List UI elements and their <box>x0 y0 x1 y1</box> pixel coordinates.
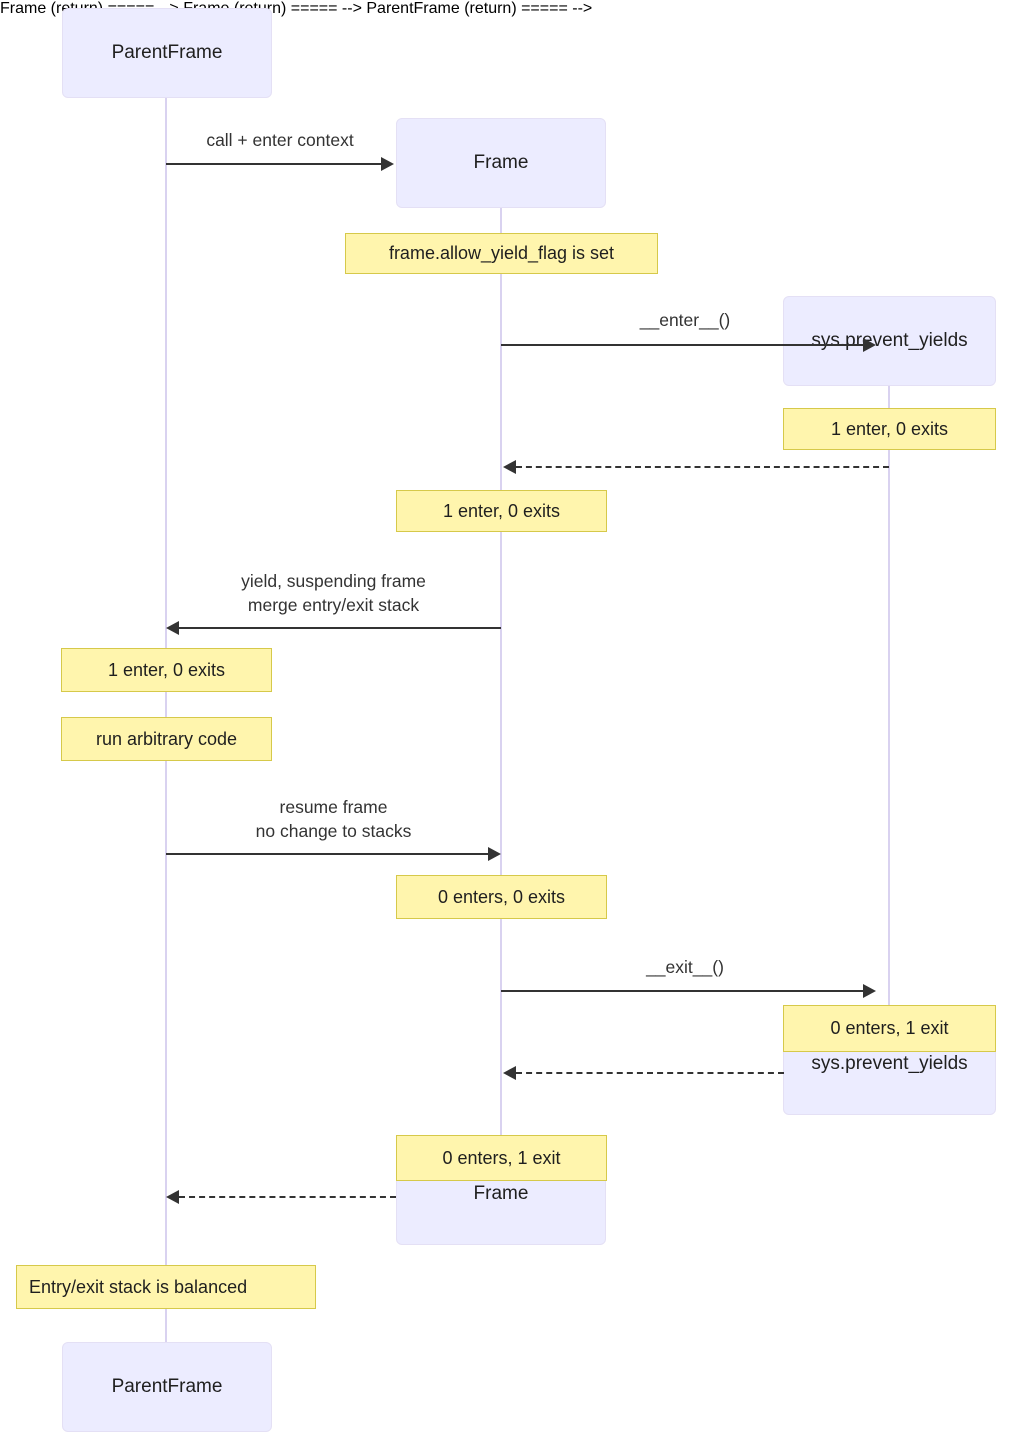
note-text: frame.allow_yield_flag is set <box>388 243 615 263</box>
actor-frame-bottom-label: Frame <box>473 1183 529 1204</box>
message-label-exit-call: __exit__() <box>501 956 869 980</box>
note-entry-exit-balanced: Entry/exit stack is balanced <box>16 1265 316 1309</box>
arrow-head-yield-suspend <box>166 621 179 635</box>
message-line-yield-suspend <box>179 627 501 629</box>
note-run-arbitrary-code: run arbitrary code <box>61 717 272 761</box>
note-frame-1-enter-0-exits: 1 enter, 0 exits <box>396 490 607 532</box>
message-text-line2: merge entry/exit stack <box>247 594 420 615</box>
arrow-head-enter-call <box>863 338 876 352</box>
actor-sys-prevent-yields-bottom-label: sys.prevent_yields <box>811 1053 968 1074</box>
message-text-line1: resume frame <box>279 797 388 817</box>
message-line-call-enter-context <box>166 163 381 165</box>
message-line-enter-return <box>516 466 889 468</box>
arrow-head-call-enter-context <box>381 157 394 171</box>
lifeline-sys-prevent-yields <box>888 386 890 1005</box>
note-text: 0 enters, 1 exit <box>830 1018 949 1038</box>
message-line-resume-frame <box>166 853 488 855</box>
note-prevent-1-enter-0-exits: 1 enter, 0 exits <box>783 408 996 450</box>
message-text-line1: yield, suspending frame <box>241 571 426 591</box>
message-text: __exit__() <box>646 957 724 977</box>
message-label-resume-frame: resume frame no change to stacks <box>166 796 501 843</box>
message-text-line2: no change to stacks <box>255 820 412 841</box>
actor-parentframe-bottom[interactable]: ParentFrame <box>62 1342 272 1432</box>
actor-parentframe-bottom-label: ParentFrame <box>111 1376 223 1397</box>
message-line-frame-return <box>179 1196 396 1198</box>
message-text: call + enter context <box>206 130 354 150</box>
actor-frame-top[interactable]: Frame <box>396 118 606 208</box>
message-label-yield-suspend: yield, suspending frame merge entry/exit… <box>166 570 501 617</box>
message-line-exit-call <box>501 990 863 992</box>
note-text: 1 enter, 0 exits <box>442 500 561 521</box>
arrow-head-resume-frame <box>488 847 501 861</box>
arrow-head-exit-call <box>863 984 876 998</box>
note-parent-1-enter-0-exits: 1 enter, 0 exits <box>61 648 272 692</box>
lifeline-frame <box>500 208 502 1180</box>
note-text: 0 enters, 1 exit <box>442 1147 561 1168</box>
actor-parentframe-top[interactable]: ParentFrame <box>62 8 272 98</box>
note-text: 1 enter, 0 exits <box>107 659 226 680</box>
note-prevent-0-enters-1-exit: 0 enters, 1 exit <box>783 1005 996 1052</box>
actor-sys-prevent-yields-top[interactable]: sys.prevent_yields <box>783 296 996 386</box>
actor-frame-top-label: Frame <box>473 152 529 173</box>
message-line-exit-return <box>516 1072 784 1074</box>
actor-sys-prevent-yields-top-label: sys.prevent_yields <box>811 330 968 351</box>
note-text: 0 enters, 0 exits <box>437 886 566 907</box>
arrow-head-frame-return <box>166 1190 179 1204</box>
arrow-head-exit-return <box>503 1066 516 1080</box>
note-frame-0-enters-1-exit: 0 enters, 1 exit <box>396 1135 607 1181</box>
note-text: Entry/exit stack is balanced <box>29 1276 248 1297</box>
message-label-enter-call: __enter__() <box>501 309 869 333</box>
message-label-call-enter-context: call + enter context <box>166 129 394 153</box>
arrow-head-enter-return <box>503 460 516 474</box>
note-text: 1 enter, 0 exits <box>830 418 949 439</box>
message-text: __enter__() <box>639 310 731 330</box>
note-frame-0-enters-0-exits: 0 enters, 0 exits <box>396 875 607 919</box>
note-frame-allow-yield-flag: frame.allow_yield_flag is set <box>345 233 658 274</box>
note-text: run arbitrary code <box>95 728 238 749</box>
actor-parentframe-top-label: ParentFrame <box>111 42 223 63</box>
message-line-enter-call <box>501 344 863 346</box>
